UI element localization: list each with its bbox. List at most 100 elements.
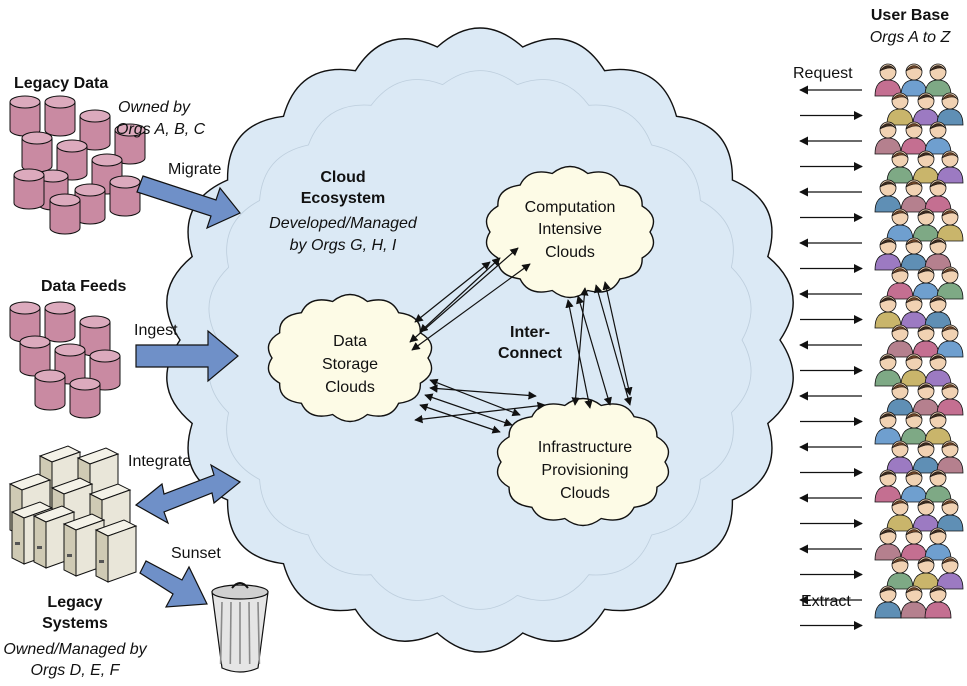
person-hair xyxy=(879,181,897,188)
person-hair xyxy=(879,355,897,362)
person-hair xyxy=(941,268,959,275)
person-hair xyxy=(917,384,935,391)
interconnect-arrow xyxy=(429,384,537,400)
cylinder-top xyxy=(79,109,111,123)
ingest-label: Ingest xyxy=(134,322,178,339)
legacy-data-icon xyxy=(9,95,146,235)
person-hair xyxy=(941,94,959,101)
person-hair xyxy=(879,239,897,246)
person-hair xyxy=(891,268,909,275)
person-hair xyxy=(879,587,897,594)
person-hair xyxy=(929,413,947,420)
cylinder-top xyxy=(9,301,41,315)
request-label: Request xyxy=(793,65,853,82)
person-hair xyxy=(905,587,923,594)
person-hair xyxy=(917,210,935,217)
person-hair xyxy=(917,500,935,507)
person-hair xyxy=(879,413,897,420)
legacy-data-title: Legacy Data xyxy=(14,75,109,92)
legacy-data-owner-line2: Orgs A, B, C xyxy=(116,121,206,138)
server-front xyxy=(107,525,137,583)
person-hair xyxy=(905,471,923,478)
person-body xyxy=(874,601,902,619)
person-body xyxy=(924,601,952,619)
person-hair xyxy=(917,442,935,449)
trash-handle xyxy=(231,582,249,589)
person-hair xyxy=(941,152,959,159)
infrastructure-cloud-shape xyxy=(496,397,670,527)
cylinder-top xyxy=(56,139,88,153)
server-side xyxy=(11,511,25,565)
server-led xyxy=(67,554,72,557)
sunset-arrow xyxy=(139,560,208,608)
trash-lid xyxy=(211,584,269,600)
integrate-arrow xyxy=(134,463,242,525)
person-hair xyxy=(891,152,909,159)
cylinder-top xyxy=(74,183,106,197)
server-led xyxy=(37,546,42,549)
person-hair xyxy=(929,181,947,188)
server-led xyxy=(99,560,104,563)
trash-can-icon xyxy=(211,582,269,673)
storage-cloud-line3: Clouds xyxy=(325,379,375,396)
person-hair xyxy=(905,529,923,536)
person-hair xyxy=(879,471,897,478)
interconnect-arrow xyxy=(414,401,546,424)
person-hair xyxy=(941,500,959,507)
person-hair xyxy=(891,558,909,565)
cylinder-top xyxy=(91,153,123,167)
legacy-data-owner-line1: Owned by xyxy=(118,99,191,116)
server-led xyxy=(15,542,20,545)
person-hair xyxy=(929,355,947,362)
person-hair xyxy=(941,384,959,391)
ecosystem-title-line2: Ecosystem xyxy=(300,190,386,207)
cylinder-top xyxy=(49,193,81,207)
server-side xyxy=(95,529,109,583)
cylinder-top xyxy=(9,95,41,109)
interconnect-arrow xyxy=(602,281,633,396)
storage-cloud-shape xyxy=(267,293,433,423)
interconnect-arrows xyxy=(409,247,633,434)
infrastructure-cloud-line2: Provisioning xyxy=(541,462,629,479)
cylinder-top xyxy=(44,95,76,109)
person-hair xyxy=(879,123,897,130)
cylinder-body xyxy=(109,181,141,217)
computation-cloud-line1: Computation xyxy=(524,199,616,216)
person-hair xyxy=(929,123,947,130)
interconnect-line2: Connect xyxy=(498,345,562,362)
person-hair xyxy=(929,239,947,246)
cylinder-body xyxy=(44,101,76,137)
infrastructure-cloud-line3: Clouds xyxy=(560,485,610,502)
user-base-crowd-icon xyxy=(874,63,964,619)
user-request-extract-arrows xyxy=(799,85,863,631)
migrate-label: Migrate xyxy=(168,161,222,178)
cylinder-top xyxy=(114,123,146,137)
user-base-subtitle: Orgs A to Z xyxy=(869,29,951,46)
person-hair xyxy=(941,210,959,217)
integrate-label: Integrate xyxy=(128,453,192,470)
legacy-systems-owner-line1: Owned/Managed by xyxy=(3,641,147,658)
cylinder-body xyxy=(34,375,66,411)
person-hair xyxy=(917,94,935,101)
trash-rib xyxy=(229,601,232,665)
person-hair xyxy=(891,442,909,449)
ecosystem-owner-line1: Developed/Managed xyxy=(269,215,417,232)
interconnect-arrow xyxy=(571,287,589,406)
legacy-systems-owner-line2: Orgs D, E, F xyxy=(30,662,120,679)
legacy-systems-title-line1: Legacy xyxy=(47,594,103,611)
server-side xyxy=(33,515,47,569)
storage-cloud-outline xyxy=(267,293,433,423)
person-hair xyxy=(905,355,923,362)
person-hair xyxy=(917,152,935,159)
person-hair xyxy=(929,587,947,594)
trash-rib xyxy=(248,601,251,665)
legacy-systems-title-line2: Systems xyxy=(42,615,108,632)
person-hair xyxy=(891,210,909,217)
storage-cloud-line2: Storage xyxy=(321,356,379,373)
data-feeds-icon xyxy=(9,301,121,419)
person-hair xyxy=(917,326,935,333)
ecosystem-owner-line2: by Orgs G, H, I xyxy=(289,237,397,254)
person-hair xyxy=(917,558,935,565)
migrate-arrow xyxy=(136,175,241,230)
